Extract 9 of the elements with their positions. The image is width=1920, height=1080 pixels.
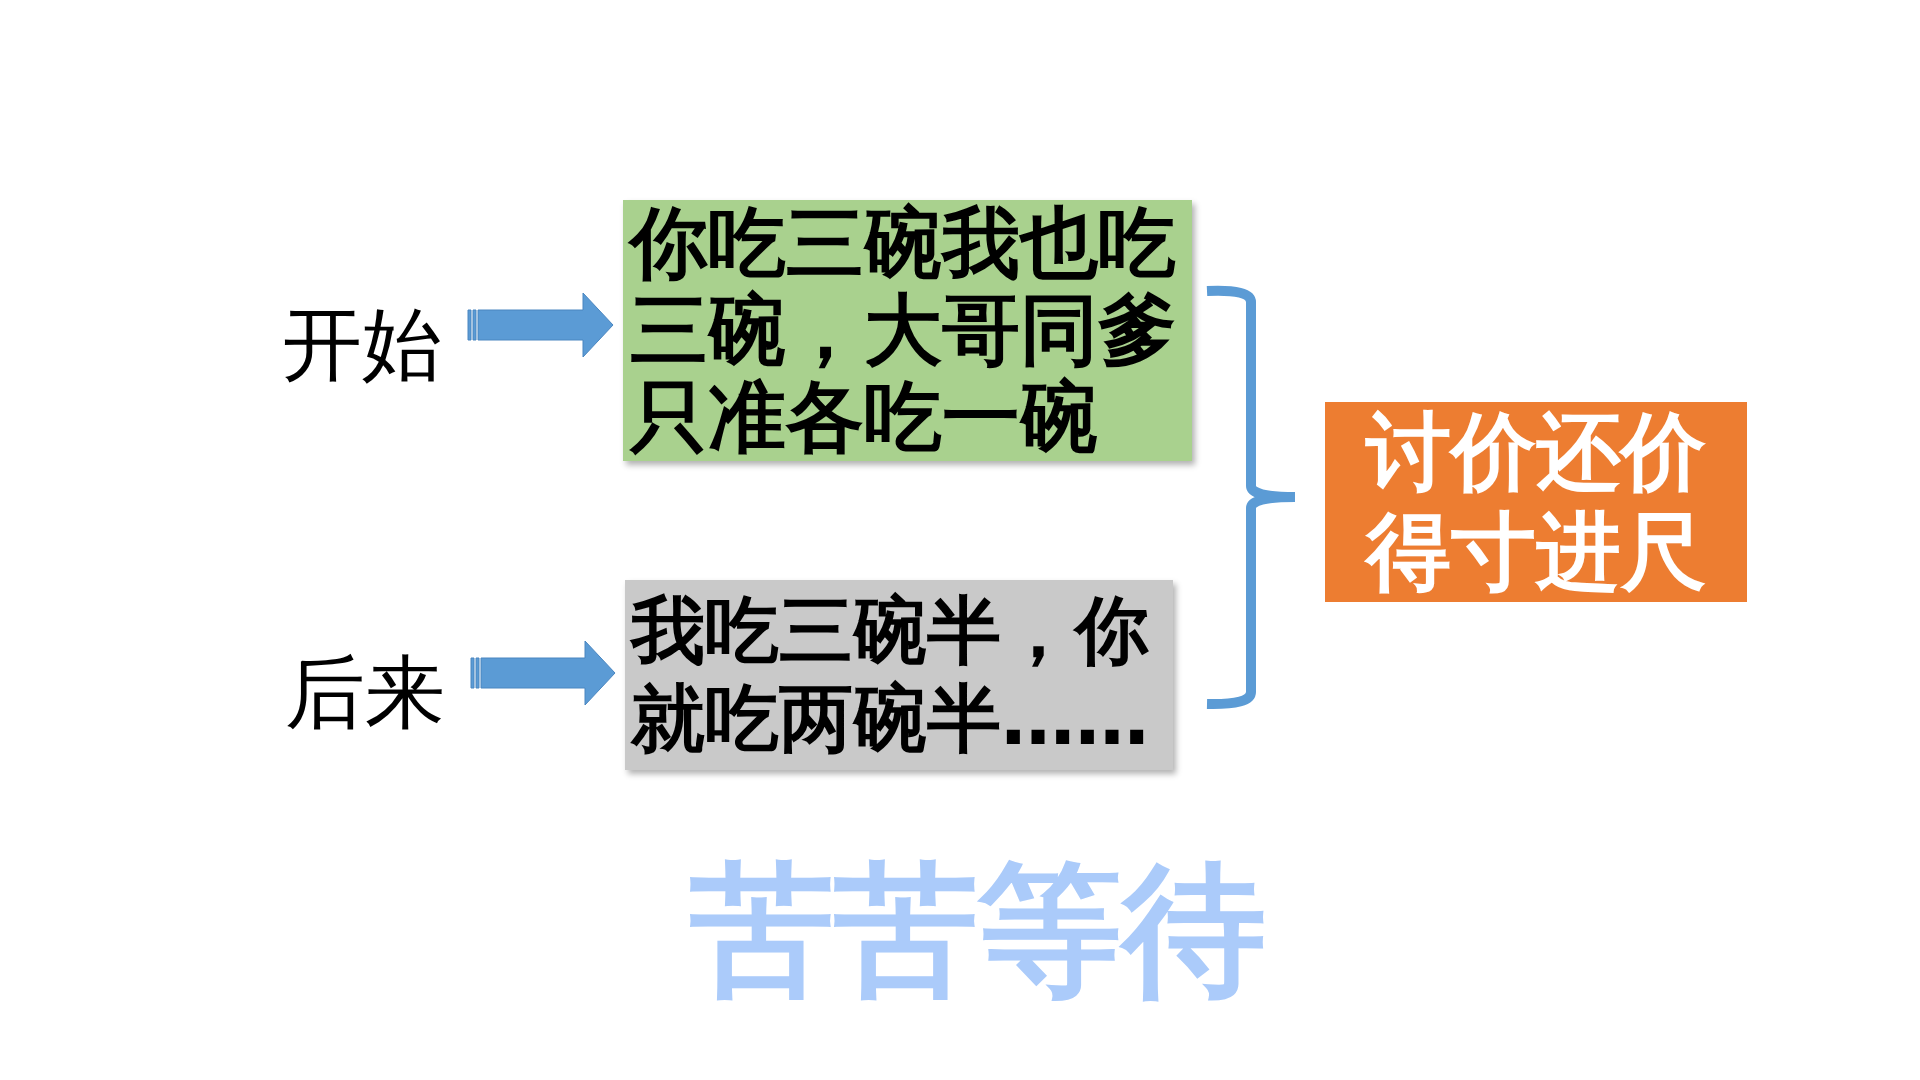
stage-label: 开始	[282, 300, 442, 390]
block-arrow	[467, 292, 614, 358]
panel-text: 你吃三碗我也吃三碗，大哥同爹只准各吃一碗	[630, 200, 1177, 461]
result-panel	[1325, 402, 1747, 602]
result-text: 讨价还价得寸进尺	[1363, 402, 1707, 602]
panel-text: 我吃三碗半，你就吃两碗半……	[631, 586, 1150, 762]
block-arrow	[470, 640, 616, 706]
stage-label: 后来	[285, 648, 445, 738]
heading-text: 苦苦等待	[690, 848, 1266, 1012]
